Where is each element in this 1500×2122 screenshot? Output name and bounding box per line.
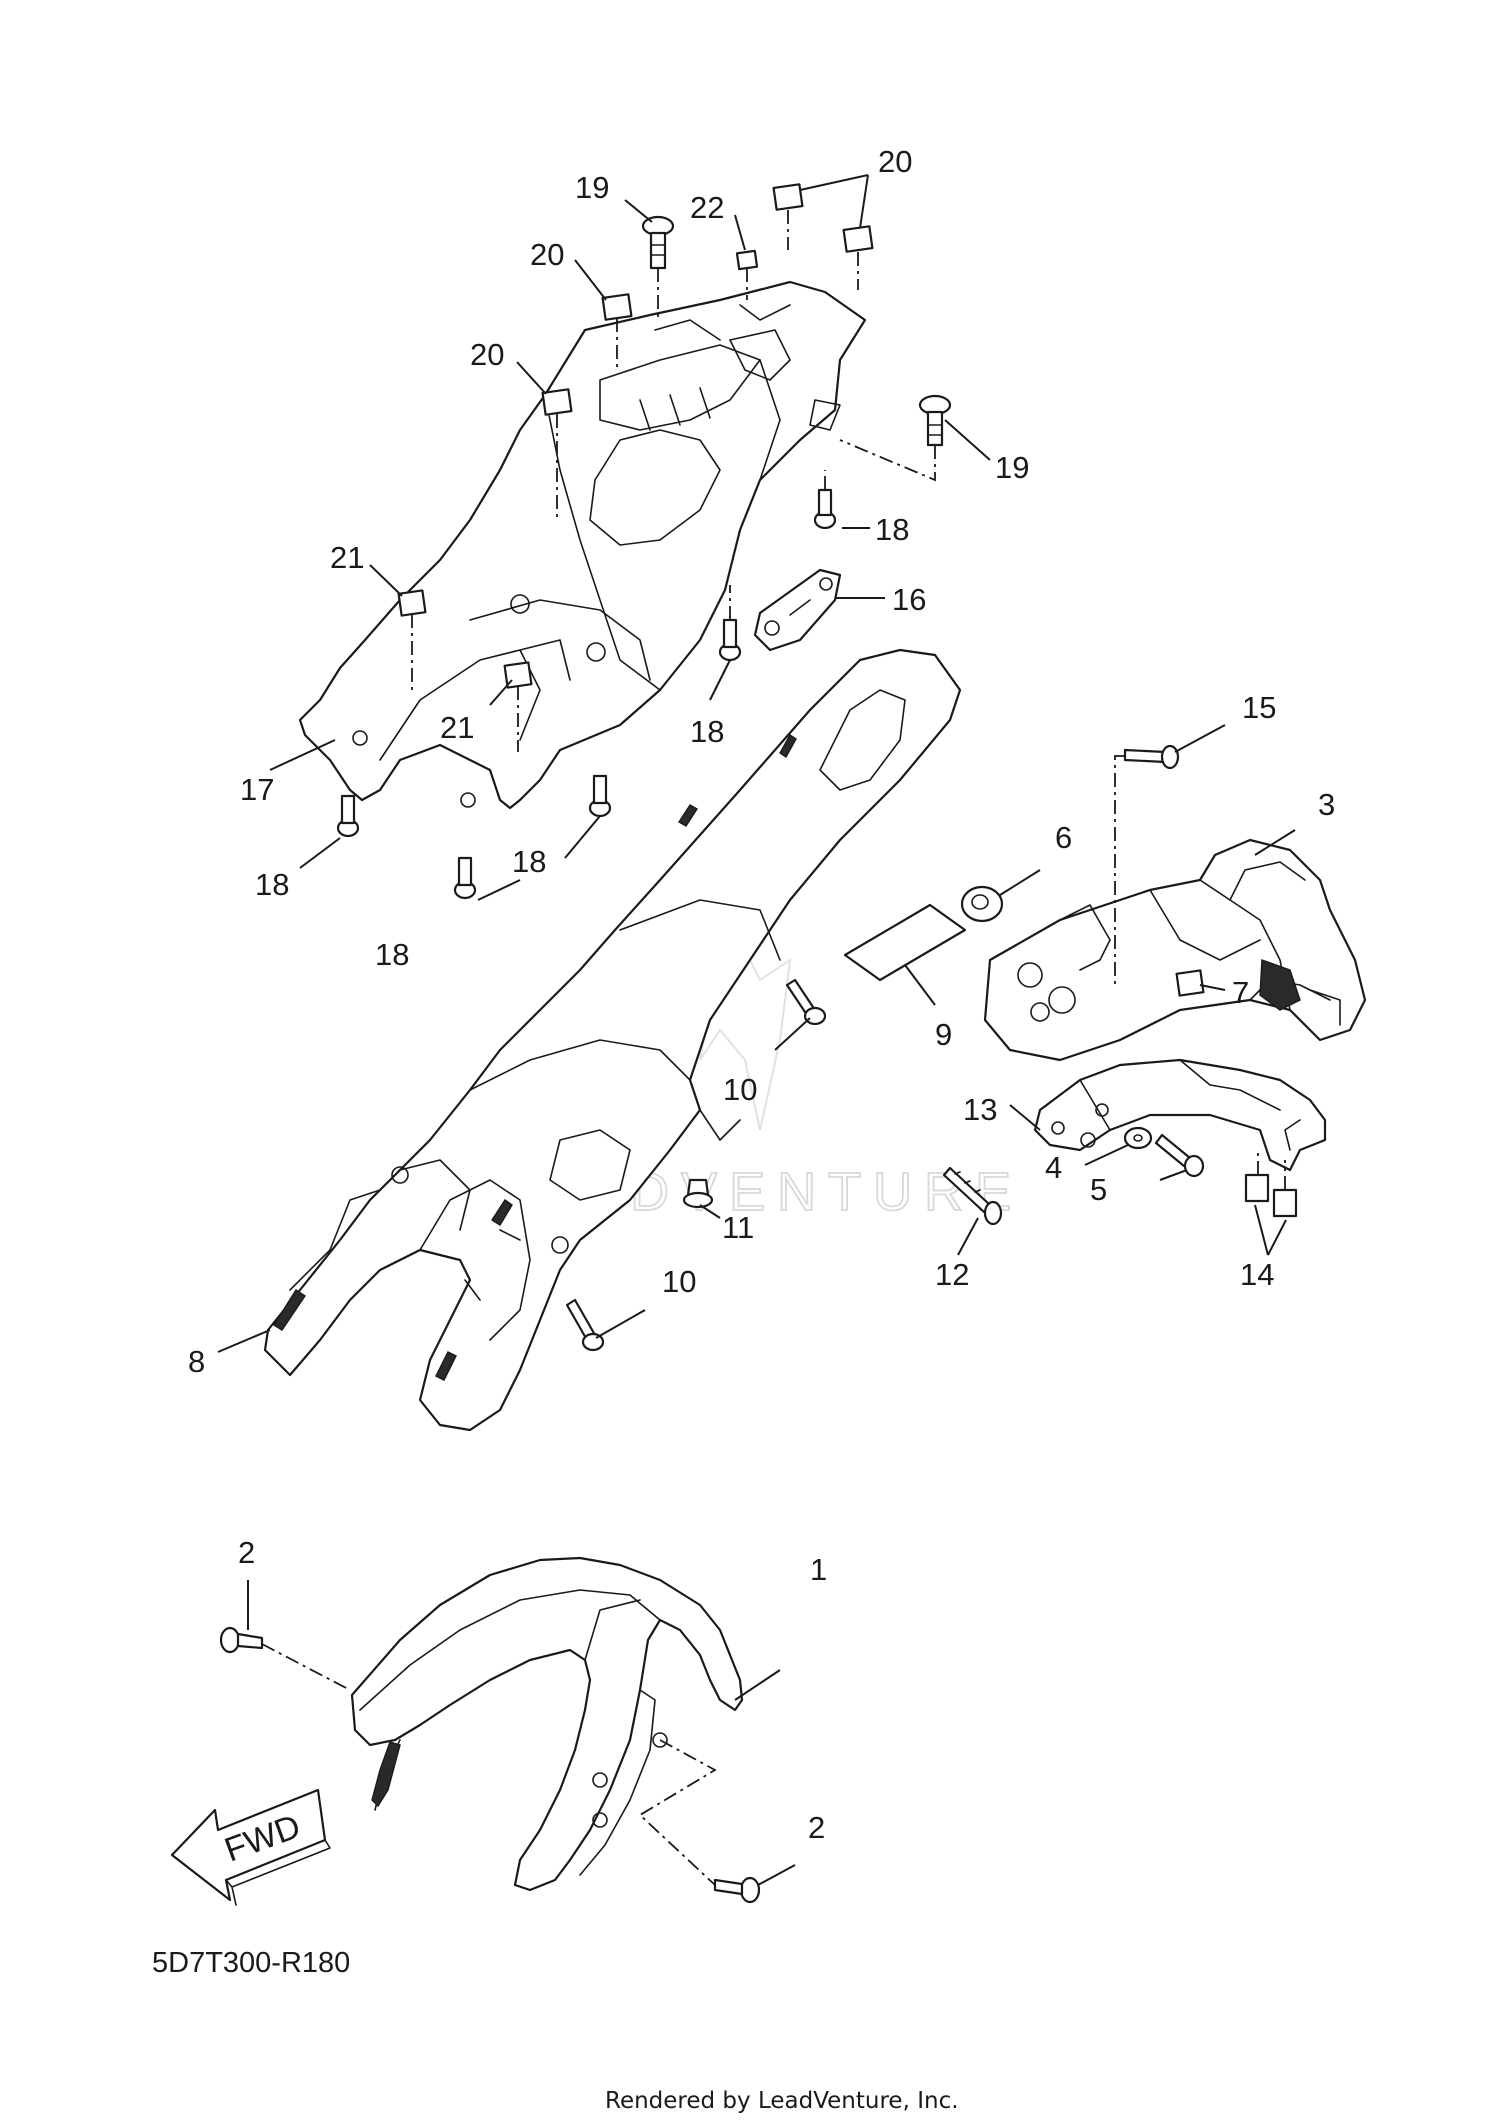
- front-fender: [350, 1556, 744, 1892]
- hardware: [219, 183, 1298, 1904]
- callout-19-top: 19: [575, 170, 609, 205]
- lower-bracket: [1033, 1058, 1327, 1172]
- callout-11: 11: [722, 1210, 754, 1245]
- rear-fender-inner-frame: [298, 280, 867, 810]
- callout-12: 12: [935, 1257, 969, 1292]
- grommet-6: [960, 885, 1004, 923]
- callout-14: 14: [1240, 1257, 1274, 1292]
- callout-18-bottom: 18: [375, 937, 409, 972]
- rear-flap: [263, 648, 962, 1432]
- bolt-18-e: [453, 856, 477, 900]
- callout-9: 9: [935, 1017, 952, 1052]
- callout-8: 8: [188, 1344, 205, 1379]
- callout-18-upper-right: 18: [875, 512, 909, 547]
- render-footer: Rendered by LeadVenture, Inc.: [605, 2088, 959, 2114]
- callout-20-top-right: 20: [878, 144, 912, 179]
- callout-18-mid: 18: [512, 844, 546, 879]
- callout-1: 1: [810, 1552, 827, 1587]
- callout-3: 3: [1318, 787, 1335, 822]
- callout-16: 16: [892, 582, 926, 617]
- bolt-18-c: [588, 774, 612, 818]
- bolt-18-a: [813, 488, 837, 530]
- callout-22: 22: [690, 190, 724, 225]
- callout-6: 6: [1055, 820, 1072, 855]
- label-9: [843, 903, 967, 982]
- nut-20-d: [541, 388, 573, 416]
- nut-21-a: [397, 589, 427, 617]
- assembly-lines: [261, 210, 1286, 1886]
- forward-direction-arrow: FWD: [170, 1788, 331, 1906]
- callout-19-right: 19: [995, 450, 1029, 485]
- leader-lines: [217, 174, 1296, 1886]
- callout-7: 7: [1232, 975, 1249, 1010]
- screw-12: [942, 1166, 1003, 1226]
- rivet-19-right: [918, 394, 952, 447]
- callout-2-right: 2: [808, 1810, 825, 1845]
- license-plate-bracket: [983, 838, 1367, 1062]
- nut-14-b: [1272, 1188, 1298, 1218]
- bolt-18-d: [336, 794, 360, 838]
- nut-11: [682, 1178, 714, 1209]
- rivet-19-top: [641, 215, 675, 270]
- nut-20-b: [842, 225, 874, 253]
- nut-7: [1175, 969, 1205, 997]
- callout-21-left: 21: [330, 540, 364, 575]
- callout-13: 13: [963, 1092, 997, 1127]
- callout-2-left: 2: [238, 1535, 255, 1570]
- nut-20-a: [772, 183, 804, 211]
- bolt-18-b: [718, 618, 742, 662]
- nut-20-c: [601, 293, 633, 321]
- callout-21-center: 21: [440, 710, 474, 745]
- callout-20-left: 20: [530, 237, 564, 272]
- callout-10-bottom: 10: [662, 1264, 696, 1299]
- screw-15: [1123, 744, 1180, 770]
- drawing-code: 5D7T300-R180: [152, 1947, 350, 1979]
- bracket-plate: [753, 568, 842, 652]
- callout-labels: 19 22 20 20 20 19 18 21 16 21 18 17 18 1…: [188, 144, 1335, 1845]
- washer-4: [1123, 1126, 1153, 1150]
- screw-2-right: [713, 1876, 761, 1904]
- screw-10-b: [565, 1298, 605, 1352]
- callout-17: 17: [240, 772, 274, 807]
- screw-10-a: [785, 978, 827, 1026]
- callout-18-center: 18: [690, 714, 724, 749]
- screw-2-left: [219, 1626, 264, 1654]
- callout-5: 5: [1090, 1172, 1107, 1207]
- nut-22: [735, 249, 759, 271]
- callout-10-top: 10: [723, 1072, 757, 1107]
- screw-5: [1154, 1133, 1205, 1178]
- callout-20-lower-left: 20: [470, 337, 504, 372]
- callout-4: 4: [1045, 1150, 1062, 1185]
- callout-18-left: 18: [255, 867, 289, 902]
- callout-15: 15: [1242, 690, 1276, 725]
- nut-14-a: [1244, 1173, 1270, 1203]
